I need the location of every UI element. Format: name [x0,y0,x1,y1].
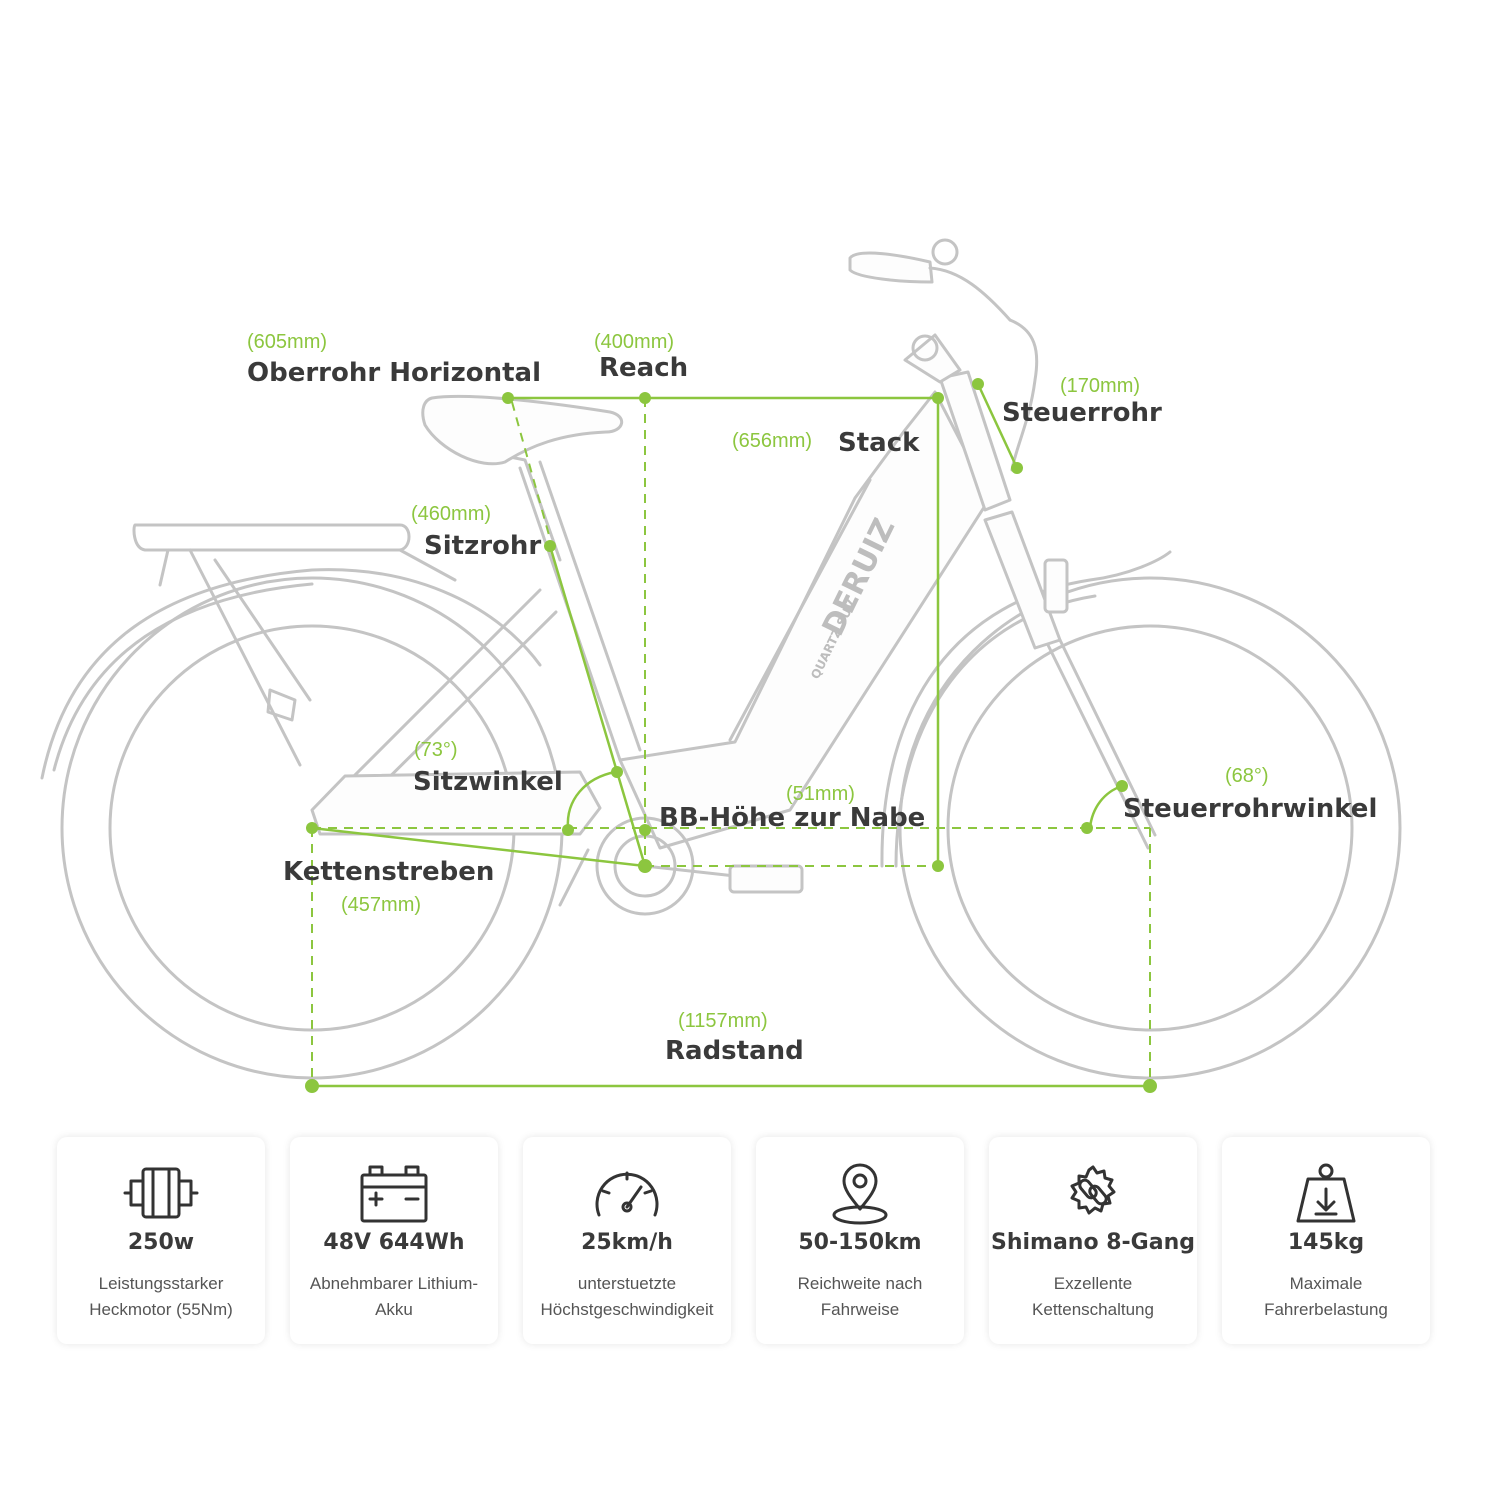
wheelbase-left-dot [305,1079,319,1093]
spec-card-load: 145kg Maximale Fahrerbelastung [1222,1137,1430,1344]
spec-desc-gears: Exzellente Kettenschaltung [997,1271,1189,1323]
spec-value-battery: 48V 644Wh [323,1230,465,1255]
spec-desc-speed: unterstuetzte Höchstgeschwindigkeit [531,1271,723,1323]
spec-desc-line: Leistungsstarker [98,1274,224,1293]
speedometer-icon [587,1159,667,1229]
spec-value-motor: 250w [127,1230,195,1255]
spec-desc-line: Fahrweise [820,1300,900,1319]
top-tube-start-dot [502,392,514,404]
seat-angle-label: Sitzwinkel [413,767,563,797]
top-tube-label: Oberrohr Horizontal [247,358,541,388]
seat-tube-value: (460mm) [411,503,491,525]
spec-desc-motor: Leistungsstarker Heckmotor (55Nm) [65,1271,257,1323]
seat-angle-dot [611,766,623,778]
bb-height-label: BB-Höhe zur Nabe [659,803,925,833]
spec-desc-line: unterstuetzte [577,1274,677,1293]
dimension-lines [305,378,1157,1093]
motor-icon [121,1159,201,1229]
stack-top-dot [932,392,944,404]
spec-desc-line: Heckmotor (55Nm) [89,1300,233,1319]
head-tube-bottom-dot [1011,462,1023,474]
head-angle-label: Steuerrohrwinkel [1123,794,1377,824]
spec-desc-battery: Abnehmbarer Lithium- Akku [298,1271,490,1323]
reach-label: Reach [599,353,688,383]
spec-card-speed: 25km/h unterstuetzte Höchstgeschwindigke… [523,1137,731,1344]
spec-card-battery: 48V 644Wh Abnehmbarer Lithium- Akku [290,1137,498,1344]
location-pin-icon [820,1159,900,1229]
seat-angle-value: (73°) [414,739,458,761]
bb-height-value: (51mm) [786,783,855,805]
seat-tube-label: Sitzrohr [424,531,541,561]
weight-icon [1286,1159,1366,1229]
wheelbase-label: Radstand [665,1036,804,1066]
bb-height-top-dot [639,824,651,836]
spec-card-motor: 250w Leistungsstarker Heckmotor (55Nm) [57,1137,265,1344]
spec-value-gears: Shimano 8-Gang [990,1230,1195,1255]
spec-desc-line: Fahrerbelastung [1264,1300,1388,1319]
chain-gear-icon [1053,1159,1133,1229]
head-angle-dot [1081,822,1093,834]
wheelbase-value: (1157mm) [678,1010,768,1032]
geometry-labels: (605mm) Oberrohr Horizontal (400mm) Reac… [247,331,1377,1066]
bike-illustration: DERUIZ QUARTZ SUV [40,238,1402,1080]
head-tube-label: Steuerrohr [1002,398,1162,428]
reach-top-dot [639,392,651,404]
seat-tube-top-dot [544,540,556,552]
battery-icon [354,1159,434,1229]
spec-desc-line: Abnehmbarer Lithium- [309,1274,479,1293]
top-tube-value: (605mm) [247,331,327,353]
seat-angle-base-dot [562,824,574,836]
spec-desc-line: Kettenschaltung [1032,1300,1154,1319]
spec-card-range: 50-150km Reichweite nach Fahrweise [756,1137,964,1344]
stack-label: Stack [838,428,920,458]
reach-value: (400mm) [594,331,674,353]
spec-desc-line: Akku [375,1300,413,1319]
spec-value-speed: 25km/h [581,1230,673,1255]
head-angle-arc-dot [1116,780,1128,792]
spec-value-range: 50-150km [798,1230,922,1255]
spec-desc-line: Exzellente [1053,1274,1133,1293]
spec-desc-line: Höchstgeschwindigkeit [540,1300,714,1319]
head-angle-value: (68°) [1225,765,1269,787]
spec-desc-load: Maximale Fahrerbelastung [1230,1271,1422,1323]
spec-desc-line: Reichweite nach [797,1274,923,1293]
head-tube-value: (170mm) [1060,375,1140,397]
stack-bottom-dot [932,860,944,872]
stack-value: (656mm) [732,430,812,452]
rear-hub-dot [306,822,318,834]
head-tube-top-dot [972,378,984,390]
spec-desc-line: Maximale [1289,1274,1363,1293]
bottom-bracket-dot [638,859,652,873]
spec-value-load: 145kg [1287,1230,1365,1255]
wheelbase-right-dot [1143,1079,1157,1093]
chainstays-value: (457mm) [341,894,421,916]
chainstays-label: Kettenstreben [283,857,494,887]
spec-desc-range: Reichweite nach Fahrweise [764,1271,956,1323]
spec-card-gears: Shimano 8-Gang Exzellente Kettenschaltun… [989,1137,1197,1344]
